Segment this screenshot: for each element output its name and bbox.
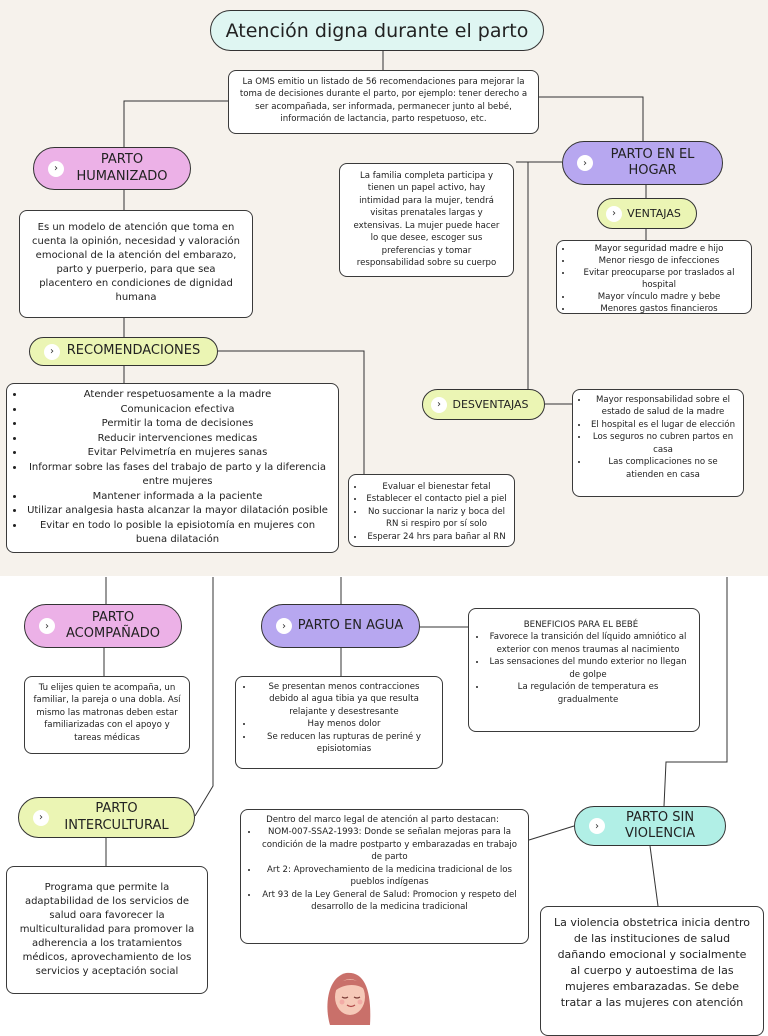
recomendaciones-rn-list: Evaluar el bienestar fetal Establecer el… xyxy=(348,474,515,547)
intercultural-description: Programa que permite la adaptabilidad de… xyxy=(6,866,208,994)
parto-humanizado-label: PARTO HUMANIZADO xyxy=(76,152,168,184)
list-item: Se reducen las rupturas de periné y epis… xyxy=(254,731,434,756)
diagram-title-text: Atención digna durante el parto xyxy=(225,19,529,42)
chevron-right-icon: › xyxy=(606,205,622,222)
list-item: Evitar Pelvimetría en mujeres sanas xyxy=(25,446,330,461)
parto-intercultural-node: › PARTO INTERCULTURAL xyxy=(18,797,195,838)
marco-legal-items: NOM-007-SSA2-1993: Donde se señalan mejo… xyxy=(245,826,520,913)
list-item: NOM-007-SSA2-1993: Donde se señalan mejo… xyxy=(259,826,520,863)
list-item: Comunicacion efectiva xyxy=(25,403,330,418)
recomendaciones-node: › RECOMENDACIONES xyxy=(29,337,218,366)
hogar-description-text: La familia completa participa y tienen u… xyxy=(353,171,500,269)
recomendaciones-items: Atender respetuosamente a la madre Comun… xyxy=(11,388,330,548)
list-item: Menor riesgo de infecciones xyxy=(573,255,745,267)
marco-legal-box: Dentro del marco legal de atención al pa… xyxy=(240,809,529,944)
ventajas-items: Mayor seguridad madre e hijo Menor riesg… xyxy=(559,243,745,315)
agua-list: Se presentan menos contracciones debido … xyxy=(235,676,443,769)
recomendaciones-list: Atender respetuosamente a la madre Comun… xyxy=(6,383,339,553)
intro-box: La OMS emitio un listado de 56 recomenda… xyxy=(228,70,539,134)
ventajas-node: › VENTAJAS xyxy=(597,198,697,229)
chevron-right-icon: › xyxy=(431,396,447,413)
desventajas-items: Mayor responsabilidad sobre el estado de… xyxy=(575,394,737,481)
diagram-title: Atención digna durante el parto xyxy=(210,10,544,51)
list-item: Favorece la transición del líquido amnió… xyxy=(487,631,689,656)
list-item: Menores gastos financieros xyxy=(573,303,745,315)
sin-violencia-description-text: La violencia obstetrica inicia dentro de… xyxy=(554,916,750,1009)
desventajas-node: › DESVENTAJAS xyxy=(422,389,545,420)
parto-agua-label: PARTO EN AGUA xyxy=(297,617,404,633)
list-item: Atender respetuosamente a la madre xyxy=(25,388,330,403)
marco-legal-intro: Dentro del marco legal de atención al pa… xyxy=(266,815,499,825)
intercultural-description-text: Programa que permite la adaptabilidad de… xyxy=(19,882,195,977)
chevron-right-icon: › xyxy=(276,618,292,634)
sin-violencia-description: La violencia obstetrica inicia dentro de… xyxy=(540,906,764,1036)
humanizado-description: Es un modelo de atención que toma en cue… xyxy=(19,210,253,318)
list-item: Art 93 de la Ley General de Salud: Promo… xyxy=(259,889,520,914)
list-item: Mayor responsabilidad sobre el estado de… xyxy=(589,394,737,419)
list-item: Mayor seguridad madre e hijo xyxy=(573,243,745,255)
list-item: Reducir intervenciones medicas xyxy=(25,432,330,447)
chevron-right-icon: › xyxy=(44,343,60,360)
parto-humanizado-node: › PARTO HUMANIZADO xyxy=(33,147,191,190)
list-item: Informar sobre las fases del trabajo de … xyxy=(25,461,330,490)
parto-hogar-node: › PARTO EN EL HOGAR xyxy=(562,141,723,185)
list-item: Se presentan menos contracciones debido … xyxy=(254,681,434,718)
ventajas-label: VENTAJAS xyxy=(627,206,681,220)
chevron-right-icon: › xyxy=(39,618,55,634)
list-item: Los seguros no cubren partos en casa xyxy=(589,431,737,456)
list-item: Las sensaciones del mundo exterior no ll… xyxy=(487,656,689,681)
humanizado-description-text: Es un modelo de atención que toma en cue… xyxy=(32,222,240,303)
list-item: No succionar la nariz y boca del RN si r… xyxy=(365,506,508,531)
list-item: El hospital es el lugar de elección xyxy=(589,419,737,431)
list-item: La regulación de temperatura es gradualm… xyxy=(487,681,689,706)
list-item: Evitar en todo lo posible la episiotomía… xyxy=(25,519,330,548)
beneficios-bebe-box: BENEFICIOS PARA EL BEBÉ Favorece la tran… xyxy=(468,608,700,732)
parto-agua-node: › PARTO EN AGUA xyxy=(261,604,420,648)
recomendaciones-label: RECOMENDACIONES xyxy=(66,343,201,359)
chevron-right-icon: › xyxy=(48,160,64,177)
agua-items: Se presentan menos contracciones debido … xyxy=(240,681,434,756)
list-item: Mantener informada a la paciente xyxy=(25,490,330,505)
parto-intercultural-label: PARTO INTERCULTURAL xyxy=(64,801,169,833)
ventajas-list: Mayor seguridad madre e hijo Menor riesg… xyxy=(556,240,752,314)
beneficios-bebe-items: Favorece la transición del líquido amnió… xyxy=(473,631,689,706)
list-item: Hay menos dolor xyxy=(254,718,434,730)
acompanado-description: Tu elijes quien te acompaña, un familiar… xyxy=(24,676,190,754)
acompanado-description-text: Tu elijes quien te acompaña, un familiar… xyxy=(33,683,181,743)
beneficios-bebe-title: BENEFICIOS PARA EL BEBÉ xyxy=(523,620,639,630)
list-item: Permitir la toma de decisiones xyxy=(25,417,330,432)
parto-sin-violencia-label: PARTO SIN VIOLENCIA xyxy=(625,809,695,841)
chevron-right-icon: › xyxy=(589,818,605,834)
parto-sin-violencia-node: › PARTO SIN VIOLENCIA xyxy=(574,806,726,846)
woman-illustration xyxy=(327,972,371,1025)
desventajas-list: Mayor responsabilidad sobre el estado de… xyxy=(572,389,744,497)
list-item: Las complicaciones no se atienden en cas… xyxy=(589,456,737,481)
chevron-right-icon: › xyxy=(33,809,49,826)
parto-acompanado-label: PARTO ACOMPAÑADO xyxy=(66,609,160,641)
intro-text: La OMS emitio un listado de 56 recomenda… xyxy=(239,77,528,125)
list-item: Establecer el contacto piel a piel xyxy=(365,493,508,505)
parto-hogar-label: PARTO EN EL HOGAR xyxy=(610,146,695,178)
chevron-right-icon: › xyxy=(577,155,593,171)
list-item: Art 2: Aprovechamiento de la medicina tr… xyxy=(259,864,520,889)
list-item: Utilizar analgesia hasta alcanzar la may… xyxy=(25,504,330,519)
desventajas-label: DESVENTAJAS xyxy=(452,397,529,411)
list-item: Evaluar el bienestar fetal xyxy=(365,481,508,493)
parto-acompanado-node: › PARTO ACOMPAÑADO xyxy=(24,604,182,648)
list-item: Evitar preocuparse por traslados al hosp… xyxy=(573,267,745,291)
hogar-description: La familia completa participa y tienen u… xyxy=(339,163,514,277)
list-item: Mayor vínculo madre y bebe xyxy=(573,291,745,303)
recomendaciones-rn-items: Evaluar el bienestar fetal Establecer el… xyxy=(351,481,508,543)
list-item: Esperar 24 hrs para bañar al RN xyxy=(365,531,508,543)
